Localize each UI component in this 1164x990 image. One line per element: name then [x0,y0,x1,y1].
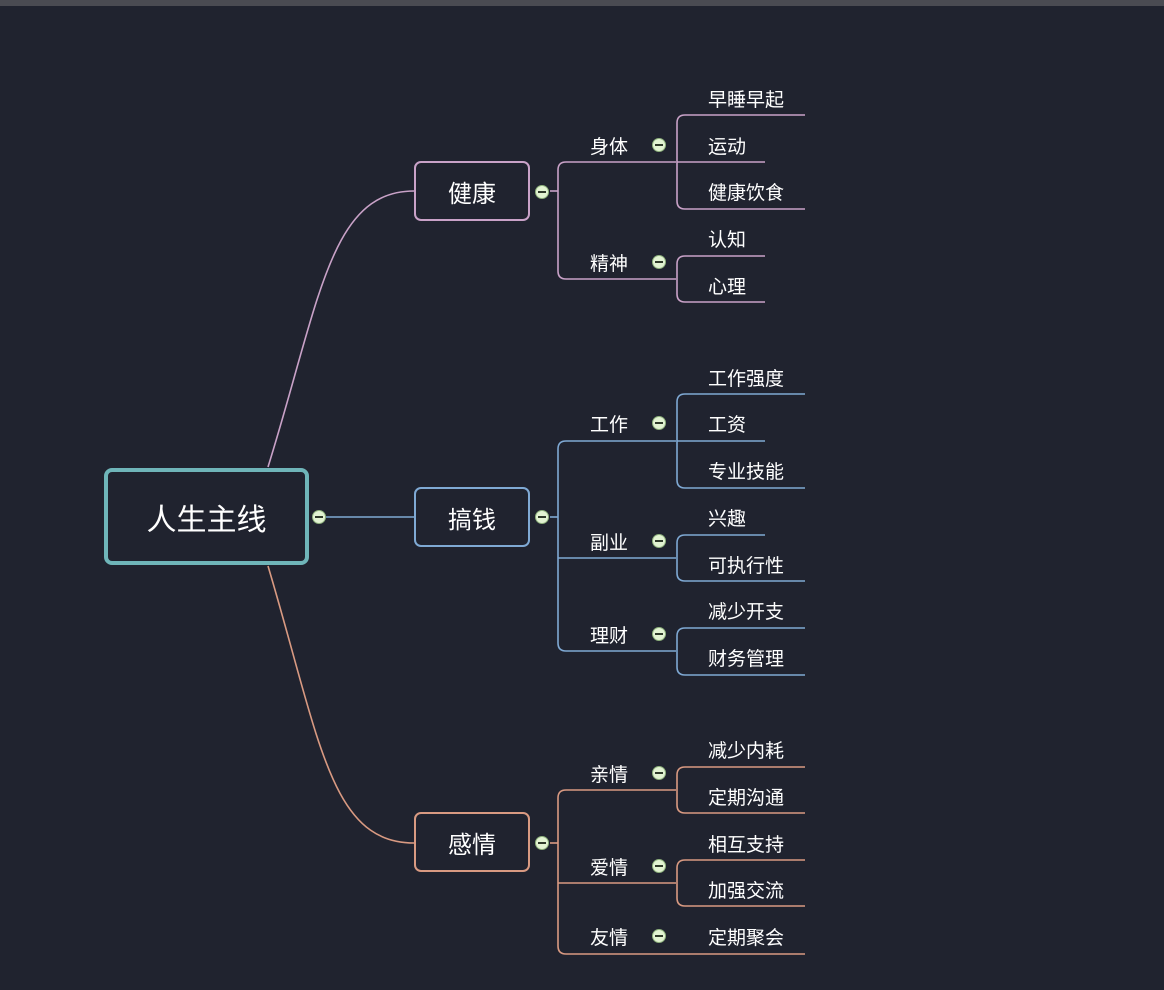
root-label: 人生主线 [146,502,267,538]
leaf-node[interactable]: 财务管理 [704,644,784,670]
sub-collapse-icon[interactable] [652,859,666,873]
leaf-label: 定期聚会 [708,926,785,949]
leaf-label: 加强交流 [708,879,785,902]
leaf-label: 心理 [708,275,747,298]
leaf-node[interactable]: 可执行性 [704,551,784,577]
root-edge [267,565,415,844]
leaf-label: 早睡早起 [708,88,785,111]
branch-node-1[interactable]: 搞钱 [414,487,530,547]
leaf-node[interactable]: 健康饮食 [704,178,784,204]
sub-node-1-0[interactable]: 工作 [586,410,628,436]
branch-label: 感情 [448,830,496,859]
root-node[interactable]: 人生主线 [104,468,309,565]
leaf-label: 工资 [708,413,747,436]
sub-edge [676,627,805,676]
sub-label: 副业 [590,531,629,554]
sub-collapse-icon[interactable] [652,138,666,152]
leaf-node[interactable]: 减少内耗 [704,736,784,762]
sub-label: 亲情 [590,763,629,786]
branch-edge [557,789,676,955]
leaf-node[interactable]: 早睡早起 [704,85,784,111]
root-collapse-icon[interactable] [312,510,326,524]
branch-node-2[interactable]: 感情 [414,812,530,872]
leaf-label: 专业技能 [708,460,785,483]
sub-label: 身体 [590,135,629,158]
leaf-node[interactable]: 定期聚会 [704,923,784,949]
leaf-node[interactable]: 定期沟通 [704,783,784,809]
sub-node-0-1[interactable]: 精神 [586,249,628,275]
leaf-label: 认知 [708,228,747,251]
sub-collapse-icon[interactable] [652,255,666,269]
leaf-node[interactable]: 专业技能 [704,457,784,483]
sub-label: 精神 [590,252,629,275]
leaf-label: 财务管理 [708,647,785,670]
leaf-node[interactable]: 认知 [704,225,746,251]
sub-collapse-icon[interactable] [652,627,666,641]
leaf-node[interactable]: 工资 [704,410,746,436]
branch-edge [557,440,676,652]
sub-edge [676,766,805,814]
leaf-label: 可执行性 [708,554,785,577]
sub-label: 友情 [590,926,629,949]
leaf-label: 相互支持 [708,833,785,856]
sub-collapse-icon[interactable] [652,416,666,430]
sub-edge [676,534,805,582]
sub-collapse-icon[interactable] [652,534,666,548]
sub-edge [676,114,805,210]
leaf-label: 健康饮食 [708,181,785,204]
leaf-node[interactable]: 加强交流 [704,876,784,902]
branch-label: 搞钱 [448,505,496,534]
sub-node-1-1[interactable]: 副业 [586,528,628,554]
branch-collapse-icon[interactable] [535,185,549,199]
sub-edge [676,255,765,303]
leaf-label: 减少内耗 [708,739,785,762]
leaf-node[interactable]: 心理 [704,272,746,298]
sub-node-0-0[interactable]: 身体 [586,132,628,158]
sub-node-2-2[interactable]: 友情 [586,923,628,949]
leaf-node[interactable]: 兴趣 [704,504,746,530]
sub-label: 爱情 [590,856,629,879]
leaf-node[interactable]: 减少开支 [704,597,784,623]
leaf-label: 运动 [708,135,747,158]
branch-collapse-icon[interactable] [535,836,549,850]
leaf-label: 工作强度 [708,367,785,390]
leaf-label: 定期沟通 [708,786,785,809]
leaf-node[interactable]: 相互支持 [704,830,784,856]
branch-label: 健康 [448,179,496,208]
sub-node-2-1[interactable]: 爱情 [586,853,628,879]
sub-collapse-icon[interactable] [652,766,666,780]
sub-label: 工作 [590,413,629,436]
sub-label: 理财 [590,624,629,647]
branch-collapse-icon[interactable] [535,510,549,524]
sub-edge [676,859,805,907]
leaf-label: 兴趣 [708,507,747,530]
sub-node-1-2[interactable]: 理财 [586,621,628,647]
root-edge [267,190,415,468]
branch-edge [557,161,676,280]
sub-edge [676,393,805,489]
window-top-bar [0,0,1164,6]
branch-node-0[interactable]: 健康 [414,161,530,221]
leaf-label: 减少开支 [708,600,785,623]
sub-node-2-0[interactable]: 亲情 [586,760,628,786]
leaf-node[interactable]: 工作强度 [704,364,784,390]
leaf-node[interactable]: 运动 [704,132,746,158]
sub-collapse-icon[interactable] [652,929,666,943]
